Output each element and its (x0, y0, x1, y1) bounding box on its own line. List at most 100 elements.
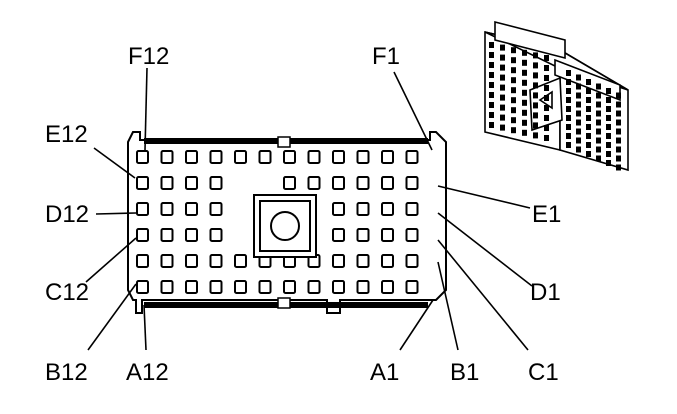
pin-B8 (234, 254, 247, 268)
pin-E10 (185, 176, 198, 190)
iso-hole (511, 57, 516, 64)
pin-C12 (136, 228, 149, 242)
pin-A12 (136, 280, 149, 294)
iso-hole (511, 117, 516, 124)
pin-C2 (381, 228, 394, 242)
pin-D10 (185, 202, 198, 216)
iso-hole (576, 74, 581, 81)
iso-hole (533, 72, 538, 79)
pin-F6 (283, 150, 296, 164)
iso-hole (533, 132, 538, 139)
iso-hole (606, 115, 611, 121)
label-A12: A12 (126, 359, 169, 386)
pin-B4 (332, 254, 345, 268)
iso-hole (576, 110, 581, 117)
pin-A9 (209, 280, 223, 294)
pin-B1 (405, 254, 419, 268)
iso-hole (533, 82, 538, 89)
iso-hole (566, 142, 571, 148)
iso-hole (576, 146, 581, 153)
iso-hole (616, 128, 621, 135)
iso-hole (596, 119, 601, 126)
iso-hole (586, 88, 591, 94)
iso-hole (511, 127, 516, 134)
label-F1: F1 (372, 43, 400, 70)
iso-hole (606, 151, 611, 157)
iso-hole (522, 59, 527, 66)
pin-E1 (405, 176, 419, 190)
label-D12: D12 (45, 201, 89, 228)
iso-hole (511, 47, 516, 54)
iso-hole (511, 107, 516, 114)
iso-hole (500, 64, 505, 71)
pin-B3 (356, 254, 370, 268)
pin-D2 (381, 202, 394, 216)
label-E12: E12 (45, 121, 88, 148)
iso-hole (500, 104, 505, 111)
iso-hole (544, 85, 549, 91)
pin-A11 (160, 280, 174, 294)
pin-D1 (405, 202, 419, 216)
iso-hole (489, 72, 494, 78)
pin-B2 (381, 254, 394, 268)
bottom-latch (277, 297, 291, 309)
pin-E11 (160, 176, 174, 190)
iso-hole (489, 82, 494, 88)
iso-hole (489, 52, 494, 58)
iso-hole (500, 124, 505, 131)
iso-hole (489, 92, 494, 98)
iso-hole (606, 133, 611, 139)
pin-grid (136, 150, 419, 294)
pin-A6 (283, 280, 296, 294)
iso-hole (500, 84, 505, 91)
pin-A5 (307, 280, 321, 294)
iso-hole (606, 88, 611, 94)
pin-C10 (185, 228, 198, 242)
iso-hole (576, 101, 581, 108)
pin-C11 (160, 228, 174, 242)
center-bolt (253, 194, 317, 258)
label-D1: D1 (530, 279, 561, 306)
iso-hole (511, 77, 516, 84)
pin-E6 (283, 176, 296, 190)
iso-hole (566, 106, 571, 112)
iso-hole (489, 122, 494, 128)
iso-hole (522, 109, 527, 116)
iso-hole (596, 101, 601, 108)
iso-hole (533, 122, 538, 129)
iso-hole (596, 83, 601, 90)
pin-F5 (307, 150, 321, 164)
iso-hole (544, 55, 549, 61)
iso-hole (522, 69, 527, 76)
pin-F9 (209, 150, 223, 164)
iso-hole (533, 102, 538, 109)
iso-hole (500, 44, 505, 51)
pin-A7 (258, 280, 272, 294)
pin-C4 (332, 228, 345, 242)
pin-D12 (136, 202, 149, 216)
iso-hole (586, 142, 591, 148)
iso-hole (522, 119, 527, 126)
connector-face (127, 131, 447, 314)
pin-F2 (381, 150, 394, 164)
pin-E4 (332, 176, 345, 190)
iso-hole (616, 137, 621, 144)
iso-hole (586, 115, 591, 121)
iso-hole (522, 99, 527, 106)
pin-E9 (209, 176, 223, 190)
pin-F4 (332, 150, 345, 164)
pin-labels: F12 F1 E12 E1 D12 D1 C12 C1 B12 B1 A12 A… (45, 43, 561, 386)
iso-hole (544, 65, 549, 71)
iso-hole (566, 88, 571, 94)
iso-hole (616, 146, 621, 153)
iso-hole (489, 42, 494, 48)
iso-hole (606, 124, 611, 130)
pin-A3 (356, 280, 370, 294)
pin-A8 (234, 280, 247, 294)
iso-hole (566, 133, 571, 139)
iso-hole (489, 62, 494, 68)
iso-hole (566, 70, 571, 76)
iso-hole (576, 128, 581, 135)
iso-hole (616, 164, 621, 171)
